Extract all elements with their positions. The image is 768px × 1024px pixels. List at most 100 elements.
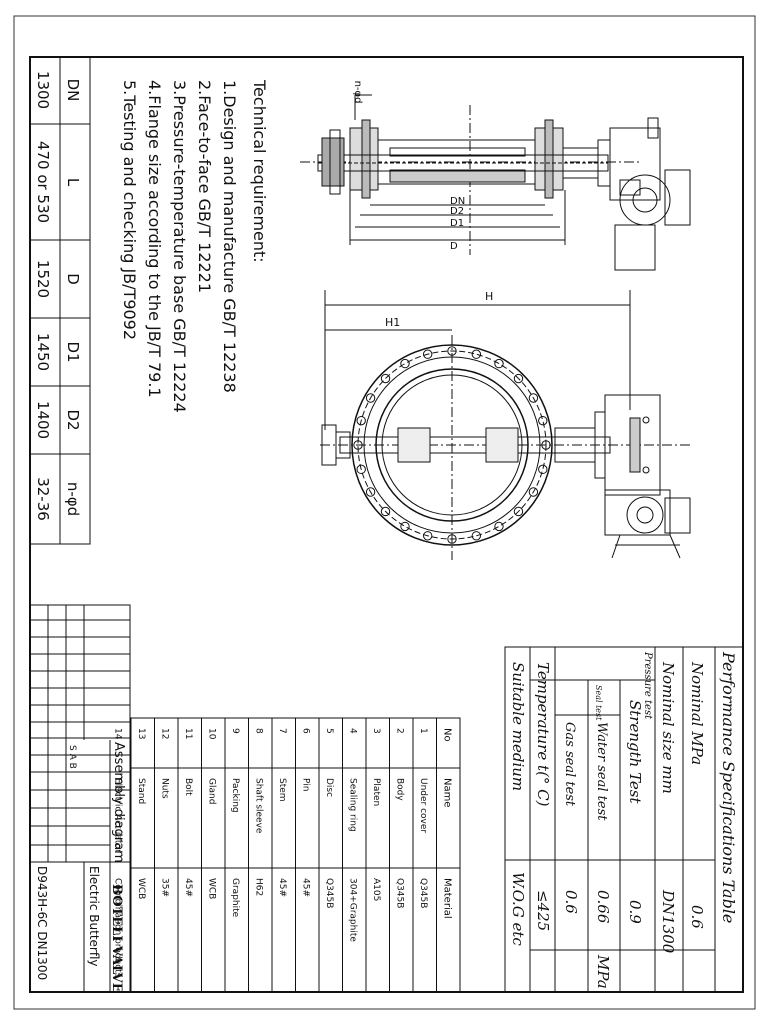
perf-nominal-size-value: DN1300 xyxy=(659,889,677,954)
perf-gas-label: Gas seal test xyxy=(562,722,577,807)
title-block xyxy=(29,604,131,993)
label-d1: D1 xyxy=(450,218,464,229)
perf-temp-label: Temperature t(° C) xyxy=(534,662,552,807)
bolt-hole xyxy=(365,393,376,403)
parts-cell: 35# xyxy=(160,878,170,897)
dims-value-dn: 1300 xyxy=(34,71,52,109)
dims-value-nphid: 32-36 xyxy=(34,477,52,521)
perf-medium-value: W.O.G etc xyxy=(509,872,527,946)
bolt-hole xyxy=(528,393,539,403)
perf-water-value: 0.66 xyxy=(594,890,612,924)
dims-value-d1: 1450 xyxy=(34,333,52,371)
parts-cell: Body xyxy=(395,778,405,801)
label-h: H xyxy=(485,290,493,303)
parts-cell: Pin xyxy=(301,778,311,791)
perf-temp-value: ≤425 xyxy=(534,890,552,931)
parts-cell: Under cover xyxy=(418,778,428,833)
bolt-hole xyxy=(400,358,410,369)
tech-item-5: 5.Testing and checking JB/T9092 xyxy=(120,80,139,340)
parts-cell: 13 xyxy=(136,728,146,739)
perf-seal-test-label: Seal test xyxy=(594,685,603,721)
tech-item-1: 1.Design and manufacture GB/T 12238 xyxy=(220,80,239,393)
label-h1: H1 xyxy=(385,316,400,329)
section-labels: n-φd DN D2 D1 D xyxy=(352,81,465,252)
perf-medium-label: Suitable medium xyxy=(509,662,527,791)
parts-cell: 45# xyxy=(277,878,287,897)
dimension-table: DN L D D1 D2 n-φd 1300 470 or 530 1520 1… xyxy=(29,56,100,545)
title-assembly: Assembly diagram xyxy=(111,742,126,863)
title-product: Electric Butterfly xyxy=(87,866,101,967)
parts-cell: Combination products xyxy=(113,878,123,978)
outer-border xyxy=(13,15,756,1010)
parts-cell: WCB xyxy=(207,878,217,899)
dims-header-d: D xyxy=(64,273,82,285)
tech-item-4: 4.Flange size according to the JB/T 79.1 xyxy=(145,80,164,398)
parts-cell: Platen xyxy=(371,778,381,806)
bolt-hole xyxy=(422,349,433,359)
dims-value-l: 470 or 530 xyxy=(34,141,52,223)
bolt-hole xyxy=(471,349,482,359)
tech-item-3: 3.Pressure-temperature base GB/T 12224 xyxy=(170,80,189,413)
bolt-hole xyxy=(356,464,366,475)
dims-header-nphid: n-φd xyxy=(64,482,82,516)
title-scale-row: S A B xyxy=(67,745,77,769)
section-view xyxy=(300,94,691,271)
parts-cell: Electric Actuator xyxy=(113,778,123,853)
parts-cell: 6 xyxy=(301,728,311,734)
parts-cell: 12 xyxy=(160,728,170,739)
bolt-hole xyxy=(494,521,504,532)
title-block-labels: S A B Assembly diagram BOTELI VALVE Elec… xyxy=(35,742,126,993)
bolt-hole xyxy=(353,440,363,450)
perf-gas-value: 0.6 xyxy=(562,890,580,914)
performance-table xyxy=(504,646,744,993)
perf-water-label: Water seal test xyxy=(594,722,609,821)
bolt-hole xyxy=(447,534,457,544)
technical-requirements: Technical requirement: 1.Design and manu… xyxy=(120,79,269,413)
bolt-hole xyxy=(380,506,391,517)
bolt-hole xyxy=(513,506,524,517)
bolt-hole xyxy=(538,464,548,475)
bolt-hole xyxy=(528,487,539,497)
perf-strength-label: Strength Test xyxy=(626,700,644,804)
dims-value-d: 1520 xyxy=(34,260,52,298)
parts-cell: Disc xyxy=(324,778,334,797)
parts-header: No xyxy=(442,728,453,742)
parts-cell: 14 xyxy=(113,728,123,740)
parts-cell: 5 xyxy=(324,728,334,734)
bolt-hole xyxy=(400,521,410,532)
perf-pressure-test-label: Pressure test xyxy=(642,651,653,720)
bolt-hole xyxy=(494,358,504,369)
parts-cell: 2 xyxy=(395,728,405,734)
label-d: D xyxy=(450,241,458,252)
parts-cell: Shaft sleeve xyxy=(254,778,264,834)
parts-cell: 304+Graphite xyxy=(348,878,358,942)
parts-header: Material xyxy=(442,878,453,919)
parts-cell: Q345B xyxy=(395,878,405,908)
perf-nominal-mpa-label: Nominal MPa xyxy=(688,661,706,765)
bolt-hole xyxy=(422,531,433,541)
parts-cell: 9 xyxy=(230,728,240,734)
parts-cell: Gland xyxy=(207,778,217,804)
parts-cell: Nuts xyxy=(160,778,170,799)
parts-cell: Packing xyxy=(230,778,240,813)
bolt-hole xyxy=(380,373,391,384)
parts-cell: 8 xyxy=(254,728,264,734)
label-nphid: n-φd xyxy=(352,81,363,104)
label-dn: DN xyxy=(450,196,465,207)
dims-header-d1: D1 xyxy=(64,341,82,362)
bolt-hole xyxy=(513,373,524,384)
perf-title: Performance Specifications Table xyxy=(719,651,738,923)
parts-cell: Q345B xyxy=(324,878,334,908)
parts-cell: 4 xyxy=(348,728,358,734)
perf-unit: MPa xyxy=(594,954,612,989)
title-model: D943H-6C DN1300 xyxy=(35,866,49,980)
parts-cell: 7 xyxy=(277,728,287,734)
parts-cell: Sealing ring xyxy=(348,778,358,832)
parts-header: Name xyxy=(442,778,453,808)
parts-cell: Q345B xyxy=(418,878,428,908)
bolt-hole xyxy=(365,487,376,497)
parts-cell: Bolt xyxy=(183,778,193,796)
bolt-hole xyxy=(447,346,457,356)
